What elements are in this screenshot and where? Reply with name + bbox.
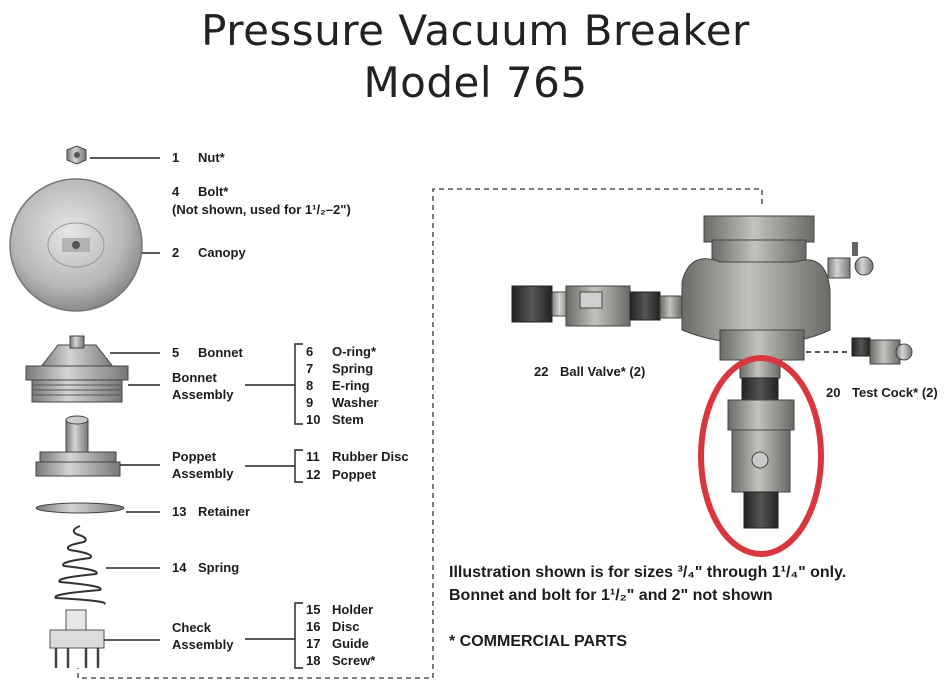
- model-subtitle: Model 765: [363, 58, 588, 107]
- label-bonnet-assembly-2: Assembly: [172, 387, 234, 402]
- nut-part: [66, 145, 160, 165]
- valve-body: [511, 215, 913, 529]
- highlight-circle: [698, 355, 824, 557]
- canopy-part: [9, 178, 160, 312]
- poppet-assembly-part: [35, 415, 160, 477]
- check-assembly-part: [49, 609, 160, 668]
- page-title: Pressure Vacuum Breaker: [201, 6, 750, 55]
- spring-part: [54, 525, 160, 605]
- label-bolt-note: (Not shown, used for 1¹/₂–2"): [172, 202, 351, 217]
- bracket-lines: [245, 343, 303, 669]
- note-illustration-2: Bonnet and bolt for 1¹/₂" and 2" not sho…: [449, 587, 773, 604]
- label-bonnet-assembly-1: Bonnet: [172, 370, 217, 385]
- label-poppet-assembly-1: Poppet: [172, 449, 217, 464]
- note-illustration-1: Illustration shown is for sizes ³/₄" thr…: [449, 564, 847, 581]
- label-check-assembly-2: Assembly: [172, 637, 234, 652]
- label-poppet-assembly-2: Assembly: [172, 466, 234, 481]
- dashed-leader: [77, 188, 763, 679]
- bonnet-assembly-part: [25, 335, 160, 403]
- retainer-part: [35, 502, 160, 514]
- note-commercial-parts: * COMMERCIAL PARTS: [449, 633, 628, 650]
- label-check-assembly-1: Check: [172, 620, 212, 635]
